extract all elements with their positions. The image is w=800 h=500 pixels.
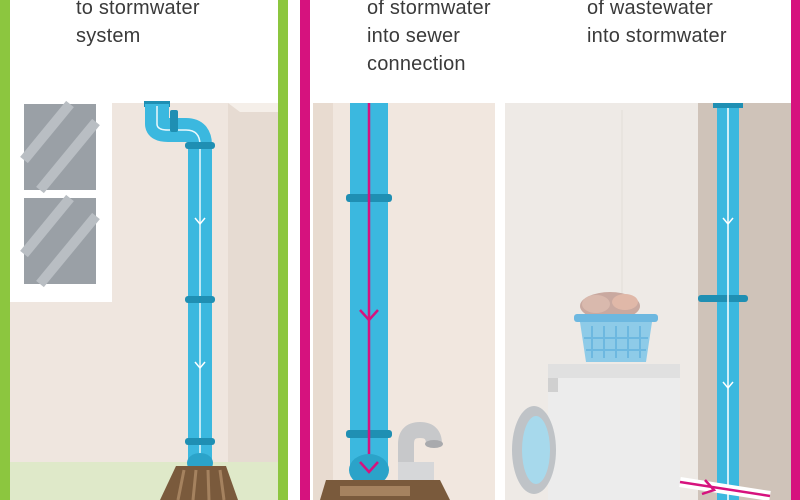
panel-3-caption: of wastewater into stormwater	[587, 0, 727, 50]
drain-grate-icon	[320, 480, 450, 500]
panel-1-border-right	[278, 0, 288, 500]
panel-1-caption-line-1: to stormwater	[76, 0, 200, 19]
panel-2-caption-line-2: into sewer	[367, 25, 461, 47]
panel-wrong-connections: of stormwater into sewer connection of w…	[300, 0, 800, 500]
drain-grate-icon	[160, 466, 238, 500]
downpipe-icon	[698, 103, 748, 500]
stormwater-pipe-icon	[346, 103, 392, 486]
laundry-basket-icon	[574, 292, 658, 362]
panel-1-caption: to stormwater system	[76, 0, 200, 50]
washing-machine-icon	[512, 364, 680, 500]
panel-2-border-left	[300, 0, 310, 500]
panel-2-caption-line-1: of stormwater	[367, 0, 491, 19]
panel-1-illustration	[10, 96, 278, 500]
panel-3-caption-line-1: of wastewater	[587, 0, 713, 19]
wall-corner	[228, 103, 278, 465]
panel-2-3-illustration	[313, 103, 791, 500]
ground	[10, 462, 278, 500]
panel-3-caption-line-2: into stormwater	[587, 25, 727, 47]
window-icon	[10, 96, 112, 302]
panel-3-border-right	[791, 0, 800, 500]
panel-2-caption-line-3: connection	[367, 53, 466, 75]
panel-correct-downpipe: to stormwater system	[0, 0, 292, 500]
panel-2-caption: of stormwater into sewer connection	[367, 0, 491, 78]
panel-1-caption-line-2: system	[76, 25, 141, 47]
panel-1-border-left	[0, 0, 10, 500]
wastewater-hose-icon	[679, 477, 771, 500]
